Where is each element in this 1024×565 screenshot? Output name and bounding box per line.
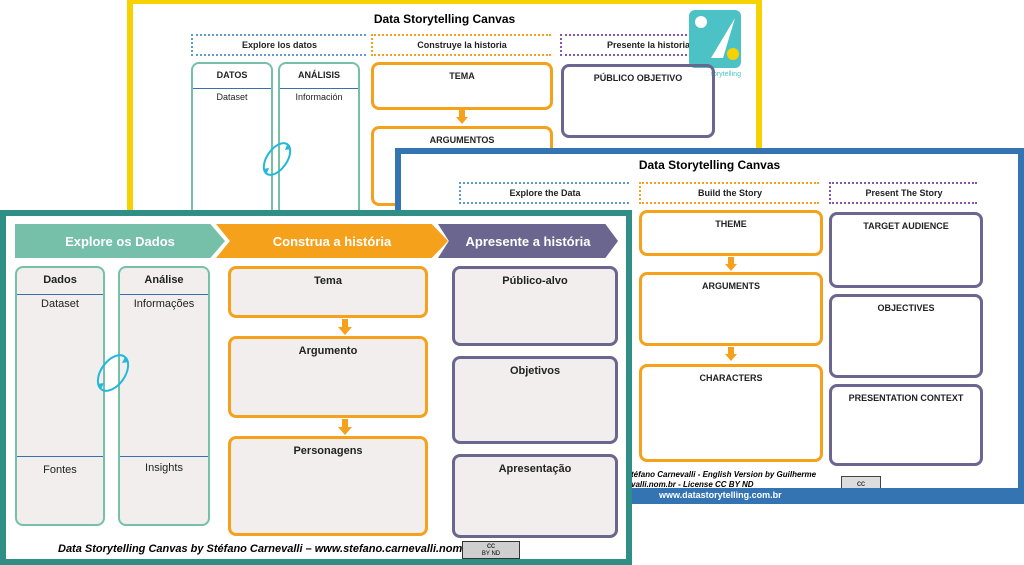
portuguese-dataset-label: Dataset [41,298,79,310]
portuguese-insights-label: Insights [145,462,183,474]
portuguese-analise-divider-bottom [120,456,208,457]
spanish-tema-box: TEMA [371,62,553,110]
portuguese-informacoes-label: Informações [133,298,195,310]
spanish-stage-explore-label: Explore los datos [241,40,318,50]
portuguese-stage-present-label: Apresente a história [465,233,591,249]
portuguese-tema-box: Tema [228,266,428,318]
english-arguments-box: ARGUMENTS [639,272,823,346]
portuguese-argumento-box: Argumento [228,336,428,418]
english-cc-text: cc [857,478,865,488]
english-stage-present-label: Present The Story [865,188,943,198]
english-stage-explore-label: Explore the Data [509,188,581,198]
portuguese-dados-box: Dados Dataset Fontes [15,266,105,526]
spanish-stage-present: Presente la historia [560,34,735,56]
portuguese-tema-label: Tema [314,275,342,287]
english-arguments-label: ARGUMENTS [702,281,760,291]
down-arrow-icon [725,347,737,361]
portuguese-argumento-label: Argumento [298,345,358,357]
english-title: Data Storytelling Canvas [638,158,781,172]
cycle-arrows-icon [262,142,292,176]
portuguese-stage-explore: Explore os Dados [15,224,225,258]
portuguese-credit: Data Storytelling Canvas by Stéfano Carn… [58,543,477,555]
portuguese-analise-label: Análise [144,274,184,286]
portuguese-dados-divider-top [17,294,103,295]
down-arrow-icon [456,110,468,124]
english-context-label: PRESENTATION CONTEXT [848,393,964,403]
spanish-datos-label: DATOS [216,70,248,80]
spanish-stage-explore: Explore los datos [191,34,366,56]
english-objectives-box: OBJECTIVES [829,294,983,378]
spanish-informacion-label: Información [295,92,343,102]
portuguese-personagens-box: Personagens [228,436,428,536]
portuguese-publico-label: Público-alvo [502,275,568,287]
portuguese-stage-build-label: Construa a história [272,233,392,249]
portuguese-dados-divider-bottom [17,456,103,457]
spanish-datos-divider [193,88,271,89]
spanish-stage-build-label: Construye la historia [417,40,507,50]
portuguese-publico-box: Público-alvo [452,266,618,346]
portuguese-dados-label: Dados [43,274,77,286]
spanish-argumentos-label: ARGUMENTOS [429,135,495,145]
cc-by-nd-label: BY ND [481,551,501,557]
portuguese-stage-explore-label: Explore os Dados [65,233,175,249]
portuguese-objetivos-box: Objetivos [452,356,618,444]
portuguese-fontes-label: Fontes [43,464,77,476]
cycle-arrows-icon [96,354,130,392]
english-context-box: PRESENTATION CONTEXT [829,384,983,466]
logo-graphic [695,16,739,60]
spanish-tema-label: TEMA [449,71,475,81]
english-stage-present: Present The Story [829,182,977,204]
english-credit-line1: téfano Carnevalli - English Version by G… [631,470,817,479]
english-credit-line2: valli.nom.br - License CC BY ND [631,480,754,489]
english-url-link[interactable]: www.datastorytelling.com.br [659,490,782,500]
spanish-title: Data Storytelling Canvas [373,12,516,26]
english-theme-label: THEME [715,219,747,229]
down-arrow-icon [725,257,737,271]
portuguese-personagens-label: Personagens [293,445,363,457]
logo-icon: torytelling [689,10,741,78]
english-objectives-label: OBJECTIVES [877,303,935,313]
spanish-analisis-divider [280,88,358,89]
portuguese-apresentacao-box: Apresentação [452,454,618,538]
portuguese-analise-divider-top [120,294,208,295]
portuguese-analise-box: Análise Informações Insights [118,266,210,526]
logo-text: torytelling [711,71,741,78]
spanish-analisis-label: ANÁLISIS [297,70,340,80]
down-arrow-icon [338,319,352,335]
creative-commons-icon: cc BY ND [462,541,520,559]
portuguese-canvas-card: Explore os Dados Construa a história Apr… [0,210,632,565]
english-stage-explore: Explore the Data [459,182,629,204]
portuguese-apresentacao-label: Apresentação [498,463,572,475]
english-stage-build-label: Build the Story [697,188,762,198]
english-characters-label: CHARACTERS [699,373,763,383]
spanish-stage-build: Construye la historia [371,34,551,56]
cc-label: cc [487,541,495,550]
english-theme-box: THEME [639,210,823,256]
down-arrow-icon [338,419,352,435]
portuguese-stage-present: Apresente a história [438,224,618,258]
english-characters-box: CHARACTERS [639,364,823,462]
english-stage-build: Build the Story [639,182,819,204]
spanish-stage-present-label: Presente la historia [606,40,691,50]
english-target-label: TARGET AUDIENCE [863,221,949,231]
spanish-publico-label: PÚBLICO OBJETIVO [593,73,683,83]
spanish-publico-box: PÚBLICO OBJETIVO [561,64,715,138]
portuguese-stage-build: Construa a história [216,224,448,258]
portuguese-objetivos-label: Objetivos [509,365,561,377]
english-target-box: TARGET AUDIENCE [829,212,983,288]
spanish-dataset-label: Dataset [216,92,248,102]
